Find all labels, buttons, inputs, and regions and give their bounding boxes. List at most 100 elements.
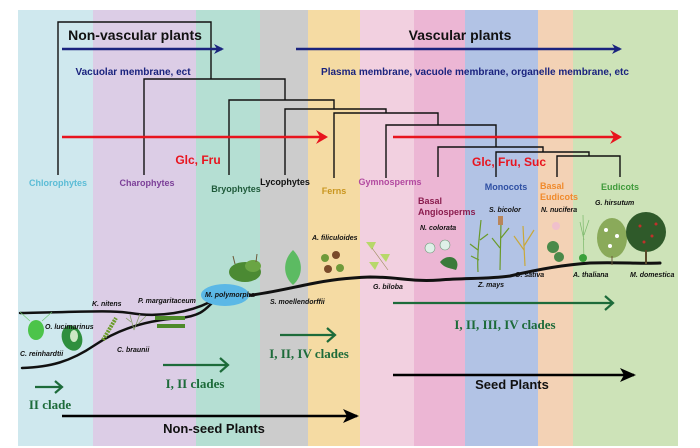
tree-branch-charophytes	[143, 78, 286, 175]
m-polymorpha-illustration	[229, 253, 261, 282]
g-biloba-illustration	[366, 242, 390, 271]
band-lycophytes	[260, 10, 308, 446]
g-hirsutum-illustration	[597, 218, 627, 265]
lotus-leaf	[547, 241, 559, 253]
tree-branch-monocots	[495, 151, 590, 177]
sugar-label-glc-fru-suc: Glc, Fru, Suc	[472, 155, 546, 169]
species-c-braunii: C. braunii	[117, 347, 150, 354]
species-n-nucifera: N. nucifera	[541, 207, 577, 214]
stalk	[232, 255, 236, 265]
label-basal-angiosperms-1: Basal	[418, 196, 442, 206]
seed-label: Seed Plants	[475, 377, 549, 392]
species-k-nitens: K. nitens	[92, 301, 122, 308]
species-labels: O. lucimarinus C. reinhardtii K. nitens …	[20, 200, 674, 358]
clade-arrow-1	[35, 380, 64, 394]
vascular-subtitle: Plasma membrane, vacuole membrane, organ…	[321, 67, 629, 78]
label-monocots: Monocots	[485, 182, 528, 192]
apple	[638, 224, 642, 228]
leaf	[366, 242, 376, 250]
a-thaliana-illustration	[579, 214, 590, 263]
tree-branch-eudicots	[556, 155, 621, 177]
stem	[371, 247, 389, 271]
sugar-label-glc-fru: Glc, Fru	[175, 153, 220, 167]
species-n-colorata: N. colorata	[420, 225, 456, 232]
z-mays-plant	[469, 219, 489, 273]
branch	[125, 313, 147, 331]
ground-line-lower	[20, 301, 214, 370]
label-chlorophytes: Chlorophytes	[29, 178, 87, 188]
lotus-leaf	[554, 252, 564, 262]
canopy	[597, 218, 627, 258]
label-ferns: Ferns	[322, 186, 347, 196]
tree-branch-lycophytes	[284, 108, 387, 175]
species-c-reinhardtii: C. reinhardtii	[20, 351, 64, 358]
flower	[424, 242, 436, 254]
n-colorata-illustration	[424, 239, 458, 270]
label-basal-eudicots-1: Basal	[540, 181, 564, 191]
label-bryophytes: Bryophytes	[211, 184, 261, 194]
boll	[615, 234, 619, 238]
cell-nucleus	[70, 330, 78, 342]
a-filiculoides-illustration	[321, 251, 344, 273]
nonvascular-title: Non-vascular plants	[68, 27, 202, 43]
species-g-hirsutum: G. hirsutum	[595, 200, 634, 207]
species-s-moellendorffii: S. moellendorffii	[270, 299, 326, 306]
label-lycophytes: Lycophytes	[260, 177, 310, 187]
frond	[324, 265, 332, 273]
apple	[642, 240, 646, 244]
m-domestica-illustration	[626, 212, 666, 264]
band-monocots	[465, 10, 538, 446]
p-margaritaceum-illustration	[155, 316, 185, 328]
band-bryophytes	[196, 10, 260, 446]
clade-label-i-ii-iii-iv: I, II, III, IV clades	[454, 317, 555, 332]
flagellum	[19, 311, 31, 322]
frond	[332, 251, 340, 259]
lotus-flower	[552, 222, 560, 230]
k-nitens-filament	[101, 316, 118, 342]
o-sativa-plant	[513, 225, 535, 267]
cell	[157, 324, 185, 328]
frond	[321, 254, 329, 262]
clade-arrow-4	[393, 295, 615, 311]
apple	[654, 222, 658, 226]
species-p-margaritaceum: P. margaritaceum	[138, 298, 196, 305]
s-bicolor-plant	[491, 221, 510, 271]
vascular-title: Vascular plants	[409, 27, 512, 43]
monocots-illustration	[469, 216, 535, 273]
flagellum	[41, 311, 53, 322]
clade-arrow-3	[280, 327, 337, 343]
apple	[650, 234, 654, 238]
boll	[604, 228, 608, 232]
label-basal-eudicots-2: Eudicots	[540, 192, 578, 202]
label-gymnosperms: Gymnosperms	[358, 177, 421, 187]
m-polymorpha-highlight	[201, 284, 249, 306]
boll	[608, 244, 612, 248]
clade-label-i-ii-iv: I, II, IV clades	[269, 346, 349, 361]
band-chlorophytes	[18, 10, 93, 446]
label-basal-angiosperms-2: Angiosperms	[418, 207, 476, 217]
o-lucimarinus-cell	[28, 320, 44, 340]
n-nucifera-illustration	[547, 222, 564, 262]
species-m-domestica: M. domestica	[630, 272, 674, 279]
evolution-ground-lines	[18, 261, 662, 370]
leaf	[380, 254, 390, 262]
species-o-lucimarinus: O. lucimarinus	[45, 324, 94, 331]
species-s-bicolor: S. bicolor	[489, 207, 522, 214]
cell	[155, 316, 185, 320]
s-moellendorffii-illustration	[285, 250, 301, 285]
tree-branch-root	[57, 21, 212, 175]
s-bicolor-panicle	[498, 216, 503, 225]
clade-label-i-ii: I, II clades	[166, 376, 225, 391]
band-basal-angiosperms	[414, 10, 465, 446]
ground-line-upper	[18, 300, 212, 316]
clade-label-ii: II clade	[29, 397, 71, 412]
ground-line-main	[243, 261, 662, 298]
species-o-sativa: O. sativa	[515, 272, 544, 279]
species-g-biloba: G. biloba	[373, 284, 403, 291]
species-a-filiculoides: A. filiculoides	[311, 235, 358, 242]
species-z-mays: Z. mays	[477, 282, 504, 289]
thallus	[245, 260, 261, 272]
clade-arrow-2	[163, 357, 230, 373]
band-gymnosperms	[360, 10, 414, 446]
